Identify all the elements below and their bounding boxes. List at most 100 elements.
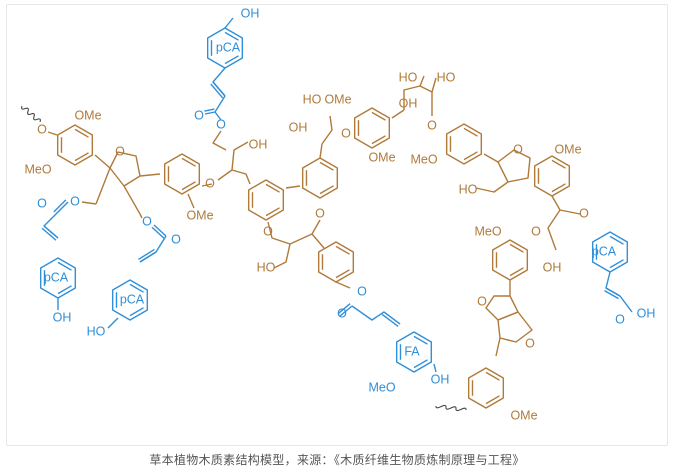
aromatic-double-bond bbox=[129, 307, 144, 317]
atom-label: pCA bbox=[592, 244, 617, 258]
bond bbox=[95, 167, 111, 205]
aromatic-double-bond bbox=[265, 183, 280, 193]
dioxocin-ring-left bbox=[247, 179, 285, 221]
aromatic-double-bond bbox=[181, 181, 196, 191]
aromatic-double-bond bbox=[551, 183, 566, 193]
aromatic-double-bond bbox=[319, 185, 334, 195]
atom-label: MeO bbox=[410, 152, 437, 166]
bond-chain bbox=[273, 243, 291, 269]
aromatic-double-bond bbox=[413, 359, 428, 369]
aromatic-double-bond bbox=[609, 235, 624, 245]
aromatic-double-bond bbox=[335, 245, 350, 255]
hydroxyl-label: OH bbox=[241, 6, 260, 20]
aromatic-double-bond bbox=[485, 371, 500, 381]
atom-label: O bbox=[531, 224, 541, 238]
aromatic-double-bond bbox=[224, 55, 239, 65]
atom-label: OH bbox=[289, 120, 308, 134]
aromatic-double-bond bbox=[265, 207, 280, 217]
atom-label: FA bbox=[404, 344, 420, 358]
bond-chain bbox=[311, 233, 325, 249]
atom-label: O bbox=[263, 224, 273, 238]
atom-label: MeO bbox=[24, 162, 51, 176]
bond-chain bbox=[214, 95, 226, 113]
aromatic-double-bond bbox=[485, 395, 500, 405]
bond bbox=[433, 363, 437, 373]
atom-label: OH bbox=[53, 310, 72, 324]
double-bond bbox=[41, 227, 57, 241]
bond bbox=[319, 143, 323, 159]
double-bond bbox=[381, 313, 399, 327]
aromatic-double-bond bbox=[319, 161, 334, 171]
aromatic-double-bond bbox=[509, 243, 524, 253]
atom-label: O bbox=[37, 122, 47, 136]
double-bond bbox=[151, 226, 165, 239]
atom-label: OH bbox=[431, 372, 450, 386]
atom-label: O bbox=[579, 206, 589, 220]
double-bond bbox=[337, 303, 351, 315]
atom-label: O bbox=[115, 144, 125, 158]
aromatic-double-bond bbox=[609, 259, 624, 269]
bond bbox=[123, 185, 141, 215]
double-bond bbox=[383, 311, 401, 325]
figure-frame bbox=[6, 4, 668, 446]
atom-label: HO bbox=[459, 182, 478, 196]
atom-label: OMe bbox=[324, 92, 351, 106]
double-bond bbox=[55, 201, 69, 215]
bond-chain bbox=[351, 305, 401, 325]
bond bbox=[285, 185, 301, 189]
aromatic-double-bond bbox=[129, 283, 144, 293]
atom-label: HO bbox=[303, 92, 322, 106]
bond bbox=[139, 173, 161, 177]
bond-chain bbox=[139, 235, 167, 263]
fa-ring bbox=[395, 331, 433, 373]
atom-label: O bbox=[205, 176, 215, 190]
resinol-ring-1 bbox=[485, 295, 519, 321]
syringyl-ring-top bbox=[353, 107, 391, 149]
bond-chain bbox=[267, 219, 321, 245]
atom-label: OMe bbox=[368, 150, 395, 164]
guaiacyl-ring-3 bbox=[445, 123, 483, 165]
atom-label: OMe bbox=[510, 408, 537, 422]
atom-label: O bbox=[337, 306, 347, 320]
guaiacyl-ring-5 bbox=[491, 239, 529, 281]
atom-label: OMe bbox=[554, 142, 581, 156]
atom-label: O bbox=[315, 206, 325, 220]
dioxocin-ring-right bbox=[301, 157, 339, 199]
guaiacyl-ring-4 bbox=[533, 155, 571, 197]
double-bond bbox=[153, 224, 167, 237]
bond-chain bbox=[212, 67, 226, 97]
atom-label: HO bbox=[437, 70, 456, 84]
syringyl-ring-left bbox=[56, 124, 94, 166]
bond-chain bbox=[214, 111, 222, 121]
aromatic-double-bond bbox=[57, 285, 72, 295]
bond-chain bbox=[217, 141, 249, 181]
atom-label: OMe bbox=[74, 108, 101, 122]
bond bbox=[483, 153, 499, 163]
atom-label: O bbox=[216, 117, 226, 131]
double-bond bbox=[604, 289, 619, 300]
pca-label-top: pCA bbox=[216, 40, 241, 54]
bond bbox=[495, 337, 501, 357]
atom-label: HO bbox=[399, 70, 418, 84]
polymer-continuation bbox=[435, 404, 467, 412]
lignin-structure-diagram: OHpCAOOOOMeMeOOOOpCAOHOOpCAHOOOMeOHOOHOO… bbox=[21, 6, 655, 422]
bond bbox=[107, 317, 119, 329]
aromatic-double-bond bbox=[509, 267, 524, 277]
atom-label: HO bbox=[257, 260, 276, 274]
atom-label: O bbox=[357, 284, 367, 298]
bond bbox=[47, 131, 58, 136]
bond-chain bbox=[559, 209, 581, 215]
bond-chain bbox=[43, 213, 59, 239]
atom-label: O bbox=[427, 118, 437, 132]
atom-label: O bbox=[70, 194, 80, 208]
bond-chain bbox=[403, 75, 425, 110]
bond-network bbox=[21, 17, 633, 412]
guaiacyl-ring-1 bbox=[163, 153, 201, 195]
atom-label: O bbox=[194, 108, 204, 122]
atom-label: O bbox=[341, 126, 351, 140]
atom-label: OH bbox=[249, 137, 268, 151]
aromatic-double-bond bbox=[181, 157, 196, 167]
atom-labels: OHpCAOOOOMeMeOOOOpCAOHOOpCAHOOOMeOHOOHOO… bbox=[24, 6, 655, 422]
aromatic-double-bond bbox=[74, 128, 89, 138]
atom-label: O bbox=[142, 214, 152, 228]
